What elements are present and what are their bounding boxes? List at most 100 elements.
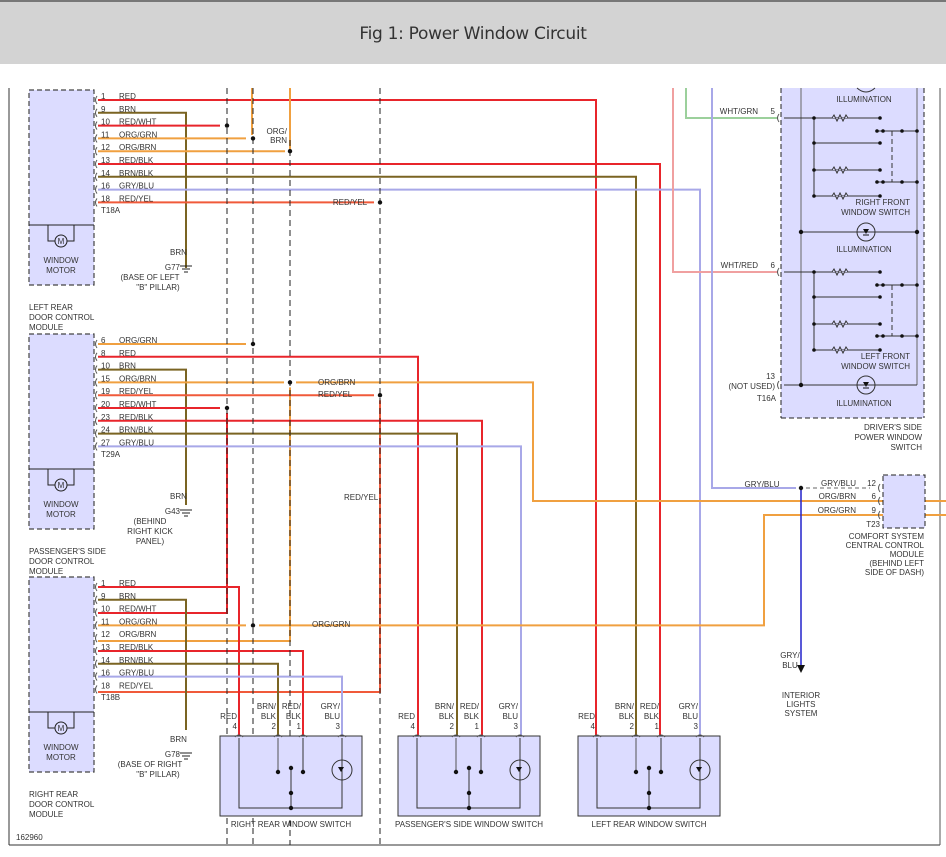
comfort-module-label: MODULE xyxy=(890,550,924,559)
pin-wire-color: BLK xyxy=(286,712,302,721)
pin-wire-color: RED/WHT xyxy=(119,118,156,127)
components: MMM xyxy=(28,87,926,845)
pin-number: 27 xyxy=(101,438,110,447)
contact-dot xyxy=(900,180,904,184)
wire-red-blk-ps xyxy=(98,419,483,735)
diagram-frame xyxy=(8,88,941,846)
junction-dot xyxy=(798,229,804,235)
right-rear-window-switch xyxy=(219,734,363,817)
wire-gry-blu-rr xyxy=(98,675,343,735)
pin-wire-color: BRN/BLK xyxy=(119,169,154,178)
wire-brn-rr-ground xyxy=(98,598,187,730)
pin-wire-color: BLU xyxy=(324,712,340,721)
passenger-side-dcm: M xyxy=(28,333,95,530)
pin-number: 3 xyxy=(514,722,519,731)
pin-connector xyxy=(95,352,98,362)
module-box xyxy=(28,333,95,530)
contact-dot xyxy=(900,283,904,287)
pin-wire-color: RED xyxy=(119,92,136,101)
illumination-lamp-icon xyxy=(856,375,876,395)
ground-location: "B" PILLAR) xyxy=(136,283,180,292)
contact-dot xyxy=(878,116,882,120)
pin-wire-color: RED/BLK xyxy=(119,643,154,652)
pin-wire-color: WHT/GRN xyxy=(720,107,758,116)
splice-dot xyxy=(646,805,652,811)
wire-brn-blk-rr xyxy=(98,662,279,735)
resistor-icon xyxy=(831,191,849,201)
pin-number: 4 xyxy=(411,722,416,731)
left-front-switch-label: WINDOW SWITCH xyxy=(841,362,910,371)
wire-gry-blu-ps xyxy=(98,445,522,735)
pin-wire-color: RED/WHT xyxy=(119,400,156,409)
pin-number: 16 xyxy=(101,182,110,191)
pin-wire-color: BRN xyxy=(119,105,136,114)
pin-wire-color: RED/BLK xyxy=(119,413,154,422)
illumination-label: ILLUMINATION xyxy=(836,95,892,104)
pin-wire-color: RED/YEL xyxy=(119,194,154,203)
splice-dot xyxy=(466,805,472,811)
arrow-down-icon xyxy=(797,665,805,673)
figure-id: 162960 xyxy=(16,833,43,842)
illumination-label: ILLUMINATION xyxy=(836,245,892,254)
pin-number: 10 xyxy=(101,605,110,614)
pin-connector xyxy=(631,734,641,738)
illumination-lamp-icon xyxy=(689,759,711,781)
figure-header: Fig 1: Power Window Circuit xyxy=(0,0,946,64)
pin-number: 19 xyxy=(101,387,110,396)
pin-wire-color: GRY/ xyxy=(499,702,519,711)
motor-lead xyxy=(67,469,75,486)
pin-connector xyxy=(95,390,98,400)
pin-number: 1 xyxy=(655,722,660,731)
pin-wire-color: BLK xyxy=(644,712,660,721)
pin-number: 23 xyxy=(101,413,110,422)
contact-dot xyxy=(878,270,882,274)
junction-dot xyxy=(812,168,816,172)
pin-connector xyxy=(95,95,98,105)
motor-lead xyxy=(47,469,55,486)
drivers-switch-label: POWER WINDOW xyxy=(854,433,922,442)
splice-dot xyxy=(377,393,383,398)
pin-connector xyxy=(95,121,98,130)
left-front-switch-label: LEFT FRONT xyxy=(861,352,910,361)
contact-dot xyxy=(881,283,885,287)
junction-dot xyxy=(812,141,816,145)
wire-label: GRY/ xyxy=(780,651,800,660)
splice-dot xyxy=(224,405,230,411)
pin-connector xyxy=(656,734,666,738)
pin-connector xyxy=(95,646,98,656)
connector-id: T18B xyxy=(101,693,120,702)
pin-wire-color: RED xyxy=(398,712,415,721)
pin-connector xyxy=(234,734,244,738)
pin-wire-color: RED/YEL xyxy=(119,681,154,690)
pin-wire-color: ORG/GRN xyxy=(119,130,157,139)
wire-brn-ps-ground xyxy=(98,368,187,505)
splice-dot xyxy=(478,769,484,775)
resistor-icon xyxy=(831,319,849,329)
splice-dot xyxy=(250,341,256,347)
pin-number: 6 xyxy=(872,492,877,501)
contact-dot xyxy=(878,141,882,145)
led-glyph xyxy=(863,382,869,387)
pin-number: 3 xyxy=(336,722,341,731)
wire-label: RED/YEL xyxy=(318,390,353,399)
pin-number: 11 xyxy=(101,130,110,139)
resistor-icon xyxy=(831,345,849,355)
splice-dot xyxy=(633,769,639,775)
pin-number: 13 xyxy=(766,372,775,381)
motor-label: WINDOW xyxy=(43,743,79,752)
pin-connector xyxy=(412,734,422,738)
pin-number: 12 xyxy=(867,479,876,488)
pin-number: 2 xyxy=(450,722,455,731)
wire-label: BLU xyxy=(782,661,798,670)
pin-connector xyxy=(95,608,98,617)
junction-dot xyxy=(812,116,816,120)
wire-wht-grn xyxy=(685,88,778,119)
junction-dot xyxy=(812,295,816,299)
pin-connector xyxy=(878,483,881,493)
pin-connector xyxy=(95,403,98,413)
pin-number: 1 xyxy=(101,579,106,588)
comfort-module-label: (BEHIND LEFT xyxy=(869,559,924,568)
pin-number: 1 xyxy=(297,722,302,731)
interior-lights-label: INTERIOR xyxy=(782,691,820,700)
